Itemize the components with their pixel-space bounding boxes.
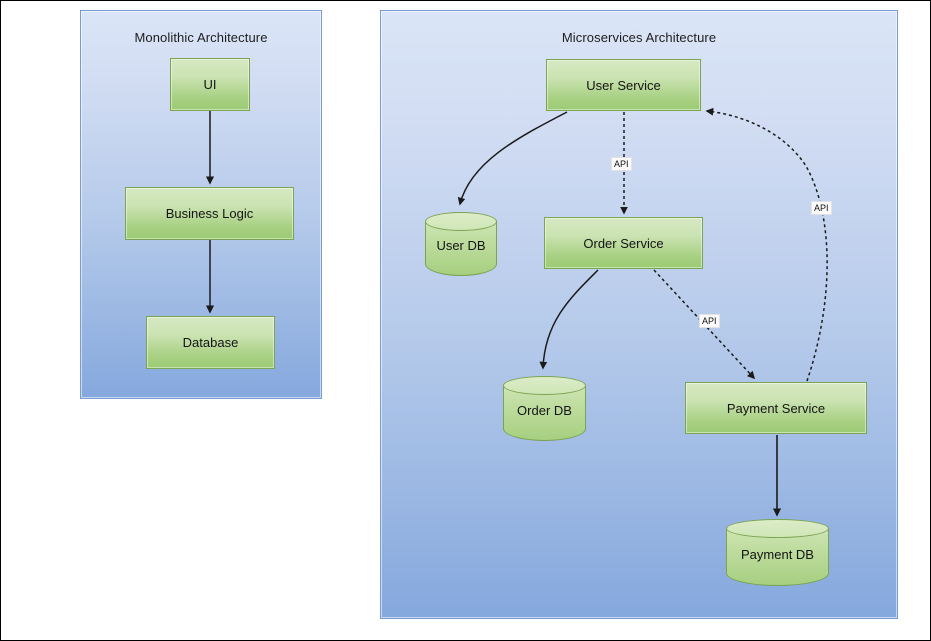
panel-microservices-title: Microservices Architecture bbox=[561, 30, 717, 45]
node-payment-service-label: Payment Service bbox=[726, 400, 826, 416]
node-payment-db-label: Payment DB bbox=[741, 546, 814, 562]
node-payment-db[interactable]: Payment DB bbox=[726, 519, 829, 586]
node-user-db[interactable]: User DB bbox=[425, 212, 497, 276]
payment-db-cylinder-top bbox=[726, 519, 829, 538]
node-user-db-label: User DB bbox=[436, 238, 486, 253]
node-user-service-label: User Service bbox=[586, 77, 661, 93]
node-order-service[interactable]: Order Service bbox=[544, 217, 703, 269]
node-payment-service[interactable]: Payment Service bbox=[685, 382, 867, 434]
node-ui-label: UI bbox=[203, 77, 217, 92]
node-ui[interactable]: UI bbox=[170, 58, 250, 111]
node-database[interactable]: Database bbox=[146, 316, 275, 369]
edge-label-payment-to-user: API bbox=[811, 201, 832, 215]
edge-label-user-to-order: API bbox=[611, 157, 632, 171]
node-order-service-label: Order Service bbox=[583, 235, 664, 251]
node-order-db[interactable]: Order DB bbox=[503, 376, 586, 441]
edge-label-order-to-payment: API bbox=[699, 314, 720, 328]
node-database-label: Database bbox=[182, 335, 239, 350]
panel-monolithic-title: Monolithic Architecture bbox=[134, 30, 268, 45]
user-db-cylinder-top bbox=[425, 212, 497, 231]
order-db-cylinder-top bbox=[503, 376, 586, 395]
node-user-service[interactable]: User Service bbox=[546, 59, 701, 111]
node-business-logic[interactable]: Business Logic bbox=[125, 187, 294, 240]
node-business-logic-label: Business Logic bbox=[165, 206, 254, 221]
node-order-db-label: Order DB bbox=[517, 402, 572, 418]
